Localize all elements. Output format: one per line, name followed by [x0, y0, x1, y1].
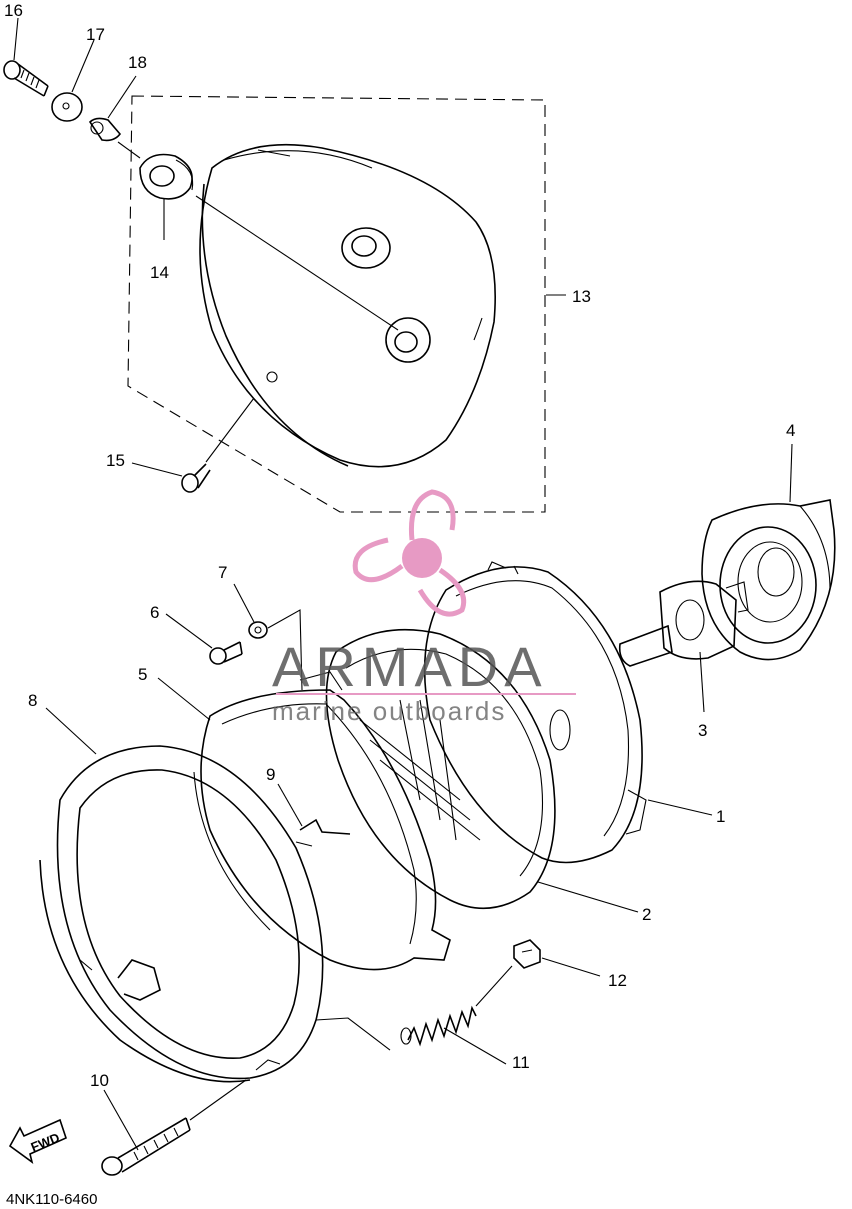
- leader-9: [277, 783, 303, 827]
- leader-1: [647, 799, 713, 816]
- part-17-washer: [51, 92, 83, 122]
- callout-4: 4: [786, 421, 795, 440]
- leader-11-to-12: [475, 965, 513, 1007]
- callout-13: 13: [572, 287, 591, 306]
- callout-16: 16: [4, 1, 23, 20]
- callout-15: 15: [106, 451, 125, 470]
- callout-6: 6: [150, 603, 159, 622]
- leader-12: [541, 957, 601, 977]
- leader-18-to-14: [117, 141, 141, 159]
- part-12-clip: [513, 939, 541, 969]
- leader-14-to-shell: [195, 195, 399, 331]
- callout-8: 8: [28, 691, 37, 710]
- leader-3: [699, 651, 705, 713]
- leader-15: [131, 462, 183, 477]
- part-9-wire-clip: [295, 818, 351, 847]
- part-8-bezel: [39, 745, 324, 1083]
- callout-7: 7: [218, 563, 227, 582]
- callout-12: 12: [608, 971, 627, 990]
- part-13-headlight-shell: [199, 143, 496, 468]
- fwd-label: FWD: [29, 1130, 62, 1155]
- leader-6-7-to-ring: [267, 609, 303, 691]
- fwd-direction-arrow: FWD: [8, 1118, 67, 1164]
- leader-2: [537, 881, 639, 913]
- callout-10: 10: [90, 1071, 109, 1090]
- propeller-logo-icon: [352, 489, 467, 617]
- leader-10-to-bezel: [189, 1079, 247, 1121]
- leader-6: [165, 613, 213, 649]
- part-11-spring: [400, 1005, 477, 1047]
- part-2-lens: [325, 628, 556, 910]
- part-10-screw: [101, 1117, 191, 1176]
- callout-5: 5: [138, 665, 147, 684]
- part-15-screw: [181, 463, 211, 493]
- part-6-bolt: [209, 641, 243, 665]
- callout-11: 11: [512, 1053, 530, 1072]
- part-7-nut: [248, 621, 268, 639]
- part-4-socket-cover: [701, 499, 836, 661]
- watermark-title: ARMADA: [272, 635, 548, 698]
- part-16-bolt: [3, 60, 49, 97]
- callout-14: 14: [150, 263, 169, 282]
- callout-3: 3: [698, 721, 707, 740]
- leader-11: [443, 1027, 507, 1065]
- leader-10: [103, 1089, 139, 1151]
- leader-16: [13, 17, 19, 61]
- leader-7: [233, 583, 255, 623]
- dashed-assembly-box-13: [127, 95, 546, 513]
- part-1-headlight-unit: [423, 561, 647, 864]
- leader-8: [45, 707, 97, 755]
- callout-17: 17: [86, 25, 105, 44]
- callout-1: 1: [716, 807, 725, 826]
- callout-2: 2: [642, 905, 651, 924]
- leader-5: [157, 677, 211, 721]
- callout-18: 18: [128, 53, 147, 72]
- watermark-subtitle: marine outboards: [272, 696, 506, 726]
- leader-4: [789, 443, 793, 503]
- part-14-grommet: [139, 153, 194, 200]
- armada-watermark: ARMADA marine outboards: [272, 489, 576, 726]
- leader-15-to-shell: [205, 397, 255, 463]
- leader-17: [71, 39, 95, 93]
- callout-9: 9: [266, 765, 275, 784]
- part-18-collar: [88, 117, 122, 142]
- leader-18: [107, 75, 137, 119]
- part-3-bulb: [618, 580, 749, 667]
- leader-8-to-spring: [315, 1017, 391, 1051]
- diagram-code: 4NK110-6460: [6, 1191, 97, 1208]
